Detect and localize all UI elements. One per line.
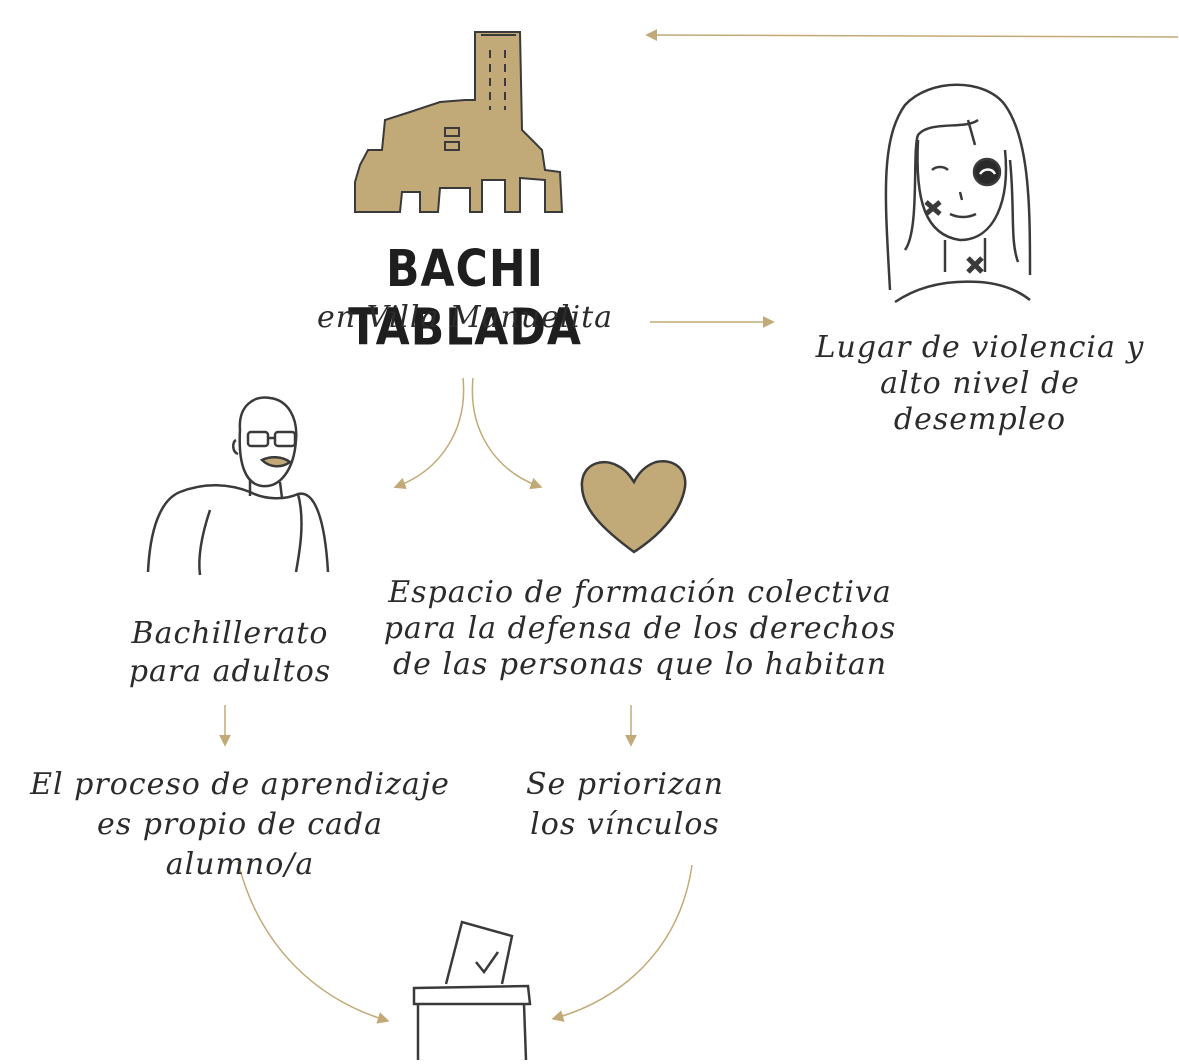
injured-woman-icon [884, 83, 1032, 304]
node-violence: Lugar de violencia y alto nivel de desem… [815, 330, 1145, 437]
page-title: BACHI TABLADA [348, 240, 582, 358]
connectors [219, 29, 1179, 1024]
arrow-links-to-ballot [551, 864, 693, 1022]
ballot-box-icon [412, 920, 532, 1061]
heart-icon [580, 459, 687, 554]
arrow-to-adults [393, 377, 465, 490]
node-collective: Espacio de formación colectiva para la d… [383, 575, 897, 682]
arrow-to-collective [471, 377, 543, 490]
arrow-top-return [645, 29, 1179, 42]
subtitle: en Villa Manuelita [316, 300, 614, 335]
node-links: Se priorizan los vínculos [526, 767, 724, 842]
elderly-man-icon [146, 396, 330, 576]
node-learning: El proceso de aprendizaje es propio de c… [30, 767, 450, 882]
arrow-learning-to-ballot [237, 861, 390, 1024]
node-adults: Bachillerato para adultos [128, 616, 332, 689]
factory-icon [354, 31, 564, 213]
